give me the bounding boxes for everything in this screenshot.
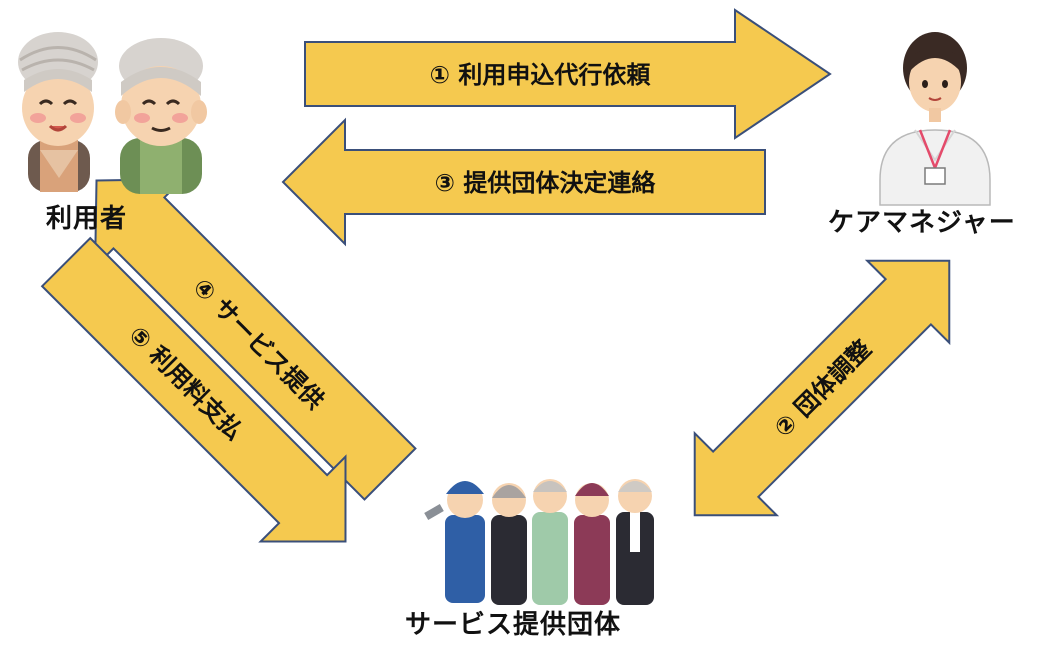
- node-label-service-org: サービス提供団体: [405, 610, 622, 640]
- worker-mechanic: [424, 481, 485, 603]
- flow-arrow-3: ③ 提供団体決定連絡: [281, 117, 766, 247]
- flow-arrow-4: ④ サービス提供: [94, 178, 417, 501]
- grandmother-figure: [18, 32, 98, 192]
- flow-label-1: ① 利用申込代行依頼: [430, 61, 652, 89]
- worker-4: [574, 483, 610, 605]
- grandfather-figure: [115, 38, 207, 194]
- flow-arrow-1: ① 利用申込代行依頼: [304, 8, 832, 140]
- worker-3: [532, 479, 568, 605]
- worker-2: [491, 483, 527, 605]
- flow-arrow-2: ② 団体調整: [693, 259, 951, 517]
- flow-label-3: ③ 提供団体決定連絡: [435, 169, 657, 197]
- service-workers-group-icon: [424, 479, 654, 605]
- node-label-user: 利用者: [46, 204, 128, 234]
- elderly-couple-icon: [18, 32, 207, 194]
- node-label-care-manager: ケアマネジャー: [828, 208, 1016, 238]
- care-manager-icon: [879, 32, 991, 206]
- worker-5: [616, 479, 654, 605]
